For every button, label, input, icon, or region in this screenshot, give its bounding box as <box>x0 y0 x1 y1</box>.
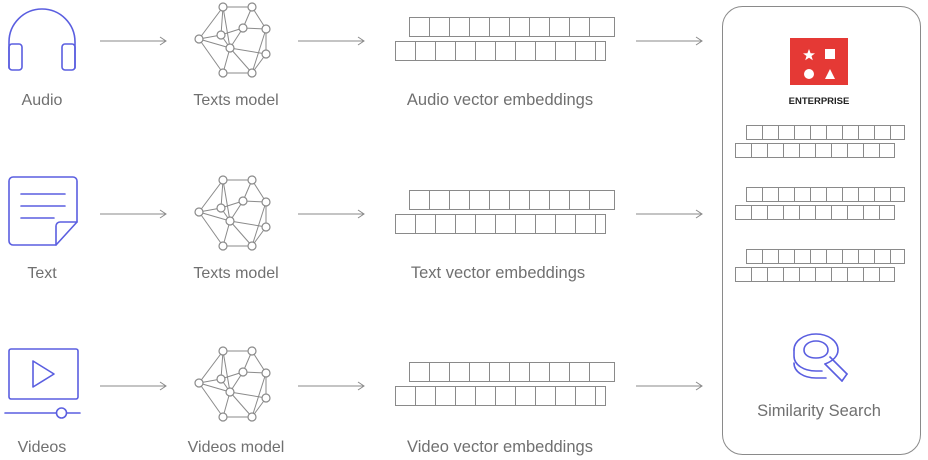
model-label-videos: Videos model <box>188 439 285 456</box>
similarity-search-icon <box>793 333 848 382</box>
embedding-label-videos: Video vector embeddings <box>407 438 593 456</box>
model-label-text: Texts model <box>193 265 278 282</box>
embedding-bars-audio <box>395 17 615 61</box>
arrow-embeddings-to-db-text <box>636 209 703 219</box>
stored-embedding-bars-2 <box>735 187 905 220</box>
neural-network-icon <box>194 175 271 251</box>
headphones-icon <box>8 8 76 71</box>
embedding-label-audio: Audio vector embeddings <box>407 91 593 109</box>
input-label-audio: Audio <box>22 92 63 109</box>
arrow-embeddings-to-db-videos <box>636 381 703 391</box>
neural-network-icon <box>194 346 271 422</box>
arrow-model-to-embeddings-audio <box>298 36 365 46</box>
embedding-label-text: Text vector embeddings <box>411 264 585 282</box>
redis-enterprise-logo <box>790 38 848 85</box>
input-label-videos: Videos <box>18 439 67 456</box>
neural-network-icon <box>194 2 271 78</box>
arrow-embeddings-to-db-audio <box>636 36 703 46</box>
embedding-bars-videos <box>395 362 615 406</box>
stored-embedding-bars-3 <box>735 249 905 282</box>
document-icon <box>8 176 78 246</box>
arrow-videos-to-model <box>100 381 167 391</box>
model-label-audio: Texts model <box>193 92 278 109</box>
arrow-model-to-embeddings-text <box>298 209 365 219</box>
stored-embedding-bars-1 <box>735 125 905 158</box>
arrow-model-to-embeddings-videos <box>298 381 365 391</box>
arrow-text-to-model <box>100 209 167 219</box>
similarity-search-label: Similarity Search <box>757 402 881 420</box>
logo-text: ENTERPRISE <box>789 96 850 107</box>
arrow-audio-to-model <box>100 36 167 46</box>
video-player-icon <box>4 348 81 419</box>
embedding-bars-text <box>395 190 615 234</box>
vector-database-panel <box>722 6 921 455</box>
input-label-text: Text <box>27 265 57 282</box>
